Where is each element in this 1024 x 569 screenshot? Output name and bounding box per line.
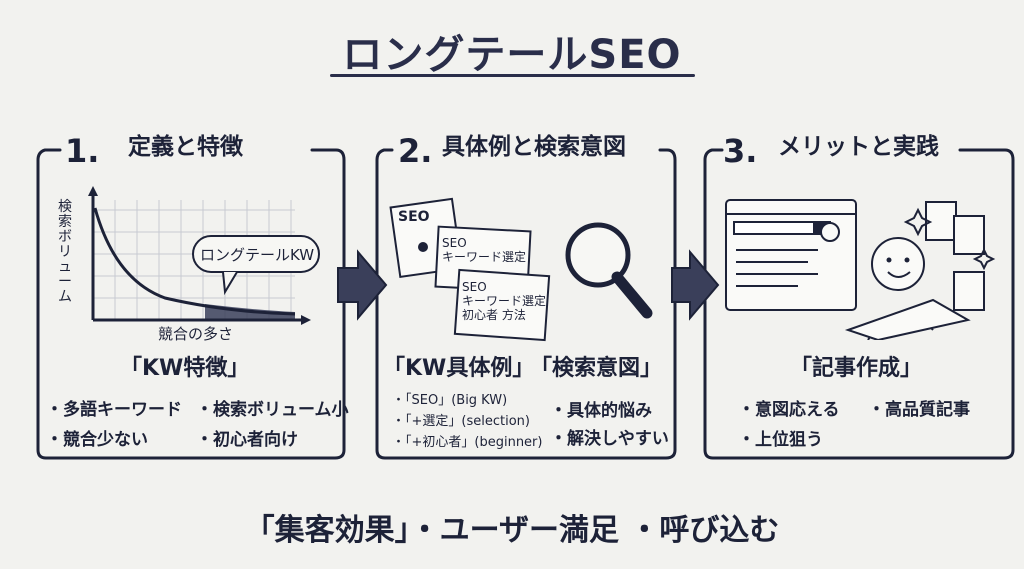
magnifier-icon [565, 222, 653, 319]
writer-illustration [725, 199, 996, 340]
long-tail-chart [88, 186, 320, 325]
intent-1: ・具体的悩み [550, 401, 652, 421]
example-3: ・「+初心者」(beginner) [392, 435, 543, 450]
panel-3-heading: 「記事作成」 [790, 356, 923, 381]
example-1: ・「SEO」(Big KW) [392, 393, 508, 408]
intent-2: ・解決しやすい [550, 429, 669, 449]
panel-3-number: 3. [723, 132, 758, 170]
example-2: ・「+選定」(selection) [392, 414, 530, 429]
panel-3-bullet-2: ・高品質記事 [868, 400, 970, 420]
panel-2-title: 具体例と検索意図 [442, 134, 626, 160]
document-icon [925, 201, 957, 241]
chart-ylabel: 検索ボリューム [58, 199, 72, 305]
panel-1-heading: 「KW特徴」 [120, 356, 250, 381]
page-title: ロングテールSEO [342, 32, 682, 78]
title-underline [330, 74, 695, 77]
footer-summary: 「集客効果」・ユーザー満足 ・呼び込む [244, 513, 780, 548]
panel-3-bullet-3: ・上位狙う [738, 430, 823, 450]
card-2-label: SEO キーワード選定 [442, 236, 527, 264]
card-3-label: SEO キーワード選定 初心者 方法 [462, 280, 547, 322]
demand-curve [93, 207, 296, 316]
panel-1-bullet-1: ・多語キーワード [46, 400, 182, 420]
browser-window-icon [725, 199, 857, 311]
panel-1-number: 1. [65, 132, 100, 170]
panel-1-bullet-3: ・競合少ない [46, 430, 148, 450]
panel-2-heading-right: 「検索意図」 [530, 356, 663, 381]
panel-3-bullet-1: ・意図応える [738, 400, 840, 420]
panel-1-bullet-4: ・初心者向け [196, 430, 298, 450]
panel-1-title: 定義と特徴 [128, 134, 243, 160]
panel-2-heading-left: 「KW具体例」 [383, 356, 535, 381]
smiling-person-icon [871, 237, 925, 291]
panel-1-bullet-2: ・検索ボリューム小 [196, 400, 349, 420]
card-1-label: SEO [398, 209, 430, 225]
keyword-cards-illustration [389, 197, 653, 342]
panel-3-title: メリットと実践 [778, 134, 939, 160]
sparkle-icon [903, 207, 933, 237]
chart-xlabel: 競合の多さ [158, 325, 234, 343]
chart-bubble-label: ロングテールKW [200, 246, 315, 264]
panel-2-number: 2. [398, 132, 433, 170]
